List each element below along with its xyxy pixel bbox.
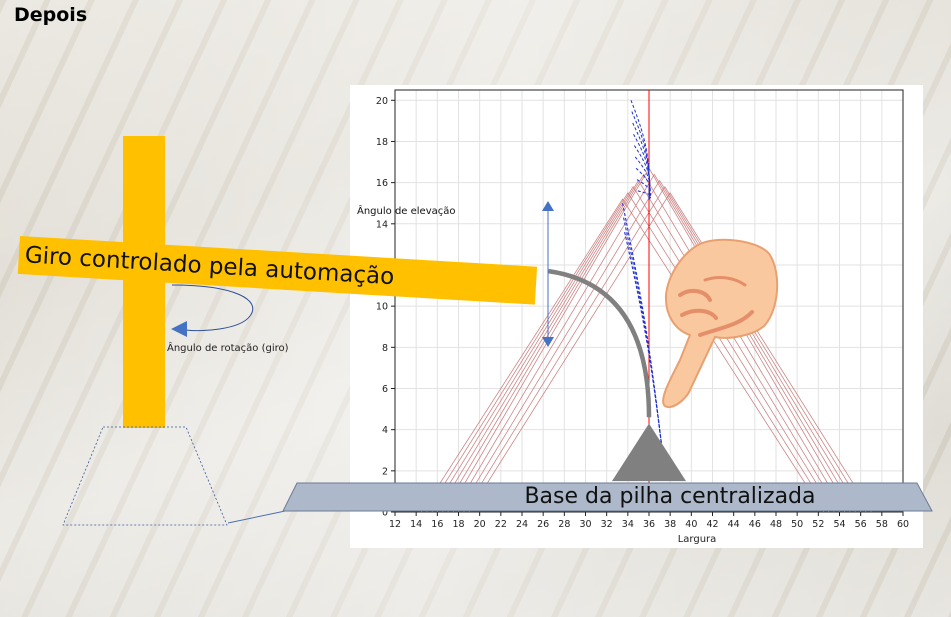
x-tick-label: 38 [664, 519, 676, 530]
trajectory-curve [634, 156, 651, 200]
pile-profile-line [421, 198, 824, 512]
plot-content [421, 90, 872, 512]
base-connector-line [227, 509, 291, 524]
x-tick-label: 50 [791, 519, 803, 530]
trajectory-curve [637, 190, 652, 200]
x-tick-label: 14 [410, 519, 422, 530]
trajectory-curve [636, 179, 652, 200]
rotation-arrow-head [171, 321, 187, 337]
x-tick-label: 34 [622, 519, 634, 530]
x-axis-label: Largura [678, 534, 717, 545]
x-tick-label: 44 [728, 519, 740, 530]
x-tick-label: 12 [389, 519, 401, 530]
x-tick-label: 42 [706, 519, 718, 530]
elevation-arrow-head-up [542, 201, 554, 211]
x-tick-label: 28 [558, 519, 570, 530]
base-bar [282, 482, 933, 512]
x-tick-label: 54 [833, 519, 845, 530]
trajectory-curve [630, 100, 650, 200]
x-tick-label: 30 [579, 519, 591, 530]
y-tick-label: 14 [376, 219, 388, 230]
pile-profile-line [458, 179, 862, 512]
pile-profile-line [426, 192, 830, 512]
rotation-arrow [171, 284, 254, 332]
x-tick-label: 24 [516, 519, 528, 530]
x-tick-label: 60 [897, 519, 909, 530]
elevation-arrow-head-down [542, 337, 554, 347]
boom-arc [548, 268, 652, 418]
elevation-label: Ângulo de elevação [357, 206, 456, 217]
y-tick-label: 10 [376, 302, 388, 313]
pointing-hand-icon [662, 238, 779, 409]
page-title: Depois [14, 4, 88, 26]
y-tick-label: 20 [376, 96, 388, 107]
x-tick-label: 22 [495, 519, 507, 530]
rotation-label: Ângulo de rotação (giro) [167, 343, 289, 354]
x-tick-label: 58 [876, 519, 888, 530]
x-tick-label: 32 [601, 519, 613, 530]
stacker-base-outline [62, 426, 228, 526]
x-tick-label: 40 [685, 519, 697, 530]
pile-profile-line [463, 185, 867, 512]
x-tick-label: 52 [812, 519, 824, 530]
pile-profile-line [442, 173, 846, 512]
trajectory-curve [623, 217, 663, 447]
y-tick-label: 8 [382, 343, 388, 354]
x-tick-label: 20 [474, 519, 486, 530]
y-tick-label: 6 [382, 384, 388, 395]
trajectory-curve [633, 145, 651, 200]
x-tick-label: 26 [537, 519, 549, 530]
y-tick-label: 4 [382, 425, 388, 436]
pile-profile-line [468, 192, 872, 512]
pile-profile-line [452, 173, 856, 512]
x-tick-label: 56 [855, 519, 867, 530]
x-tick-label: 16 [431, 519, 443, 530]
y-tick-label: 16 [376, 178, 388, 189]
y-tick-label: 0 [382, 508, 388, 519]
pile-profile-line [431, 185, 835, 512]
y-tick-label: 2 [382, 466, 388, 477]
x-tick-label: 46 [749, 519, 761, 530]
x-tick-label: 36 [643, 519, 655, 530]
x-tick-label: 18 [452, 519, 464, 530]
x-tick-label: 48 [770, 519, 782, 530]
pile-triangle [611, 423, 687, 482]
base-label: Base da pilha centralizada [524, 484, 816, 509]
y-tick-label: 18 [376, 137, 388, 148]
trajectory-curve [624, 231, 663, 447]
